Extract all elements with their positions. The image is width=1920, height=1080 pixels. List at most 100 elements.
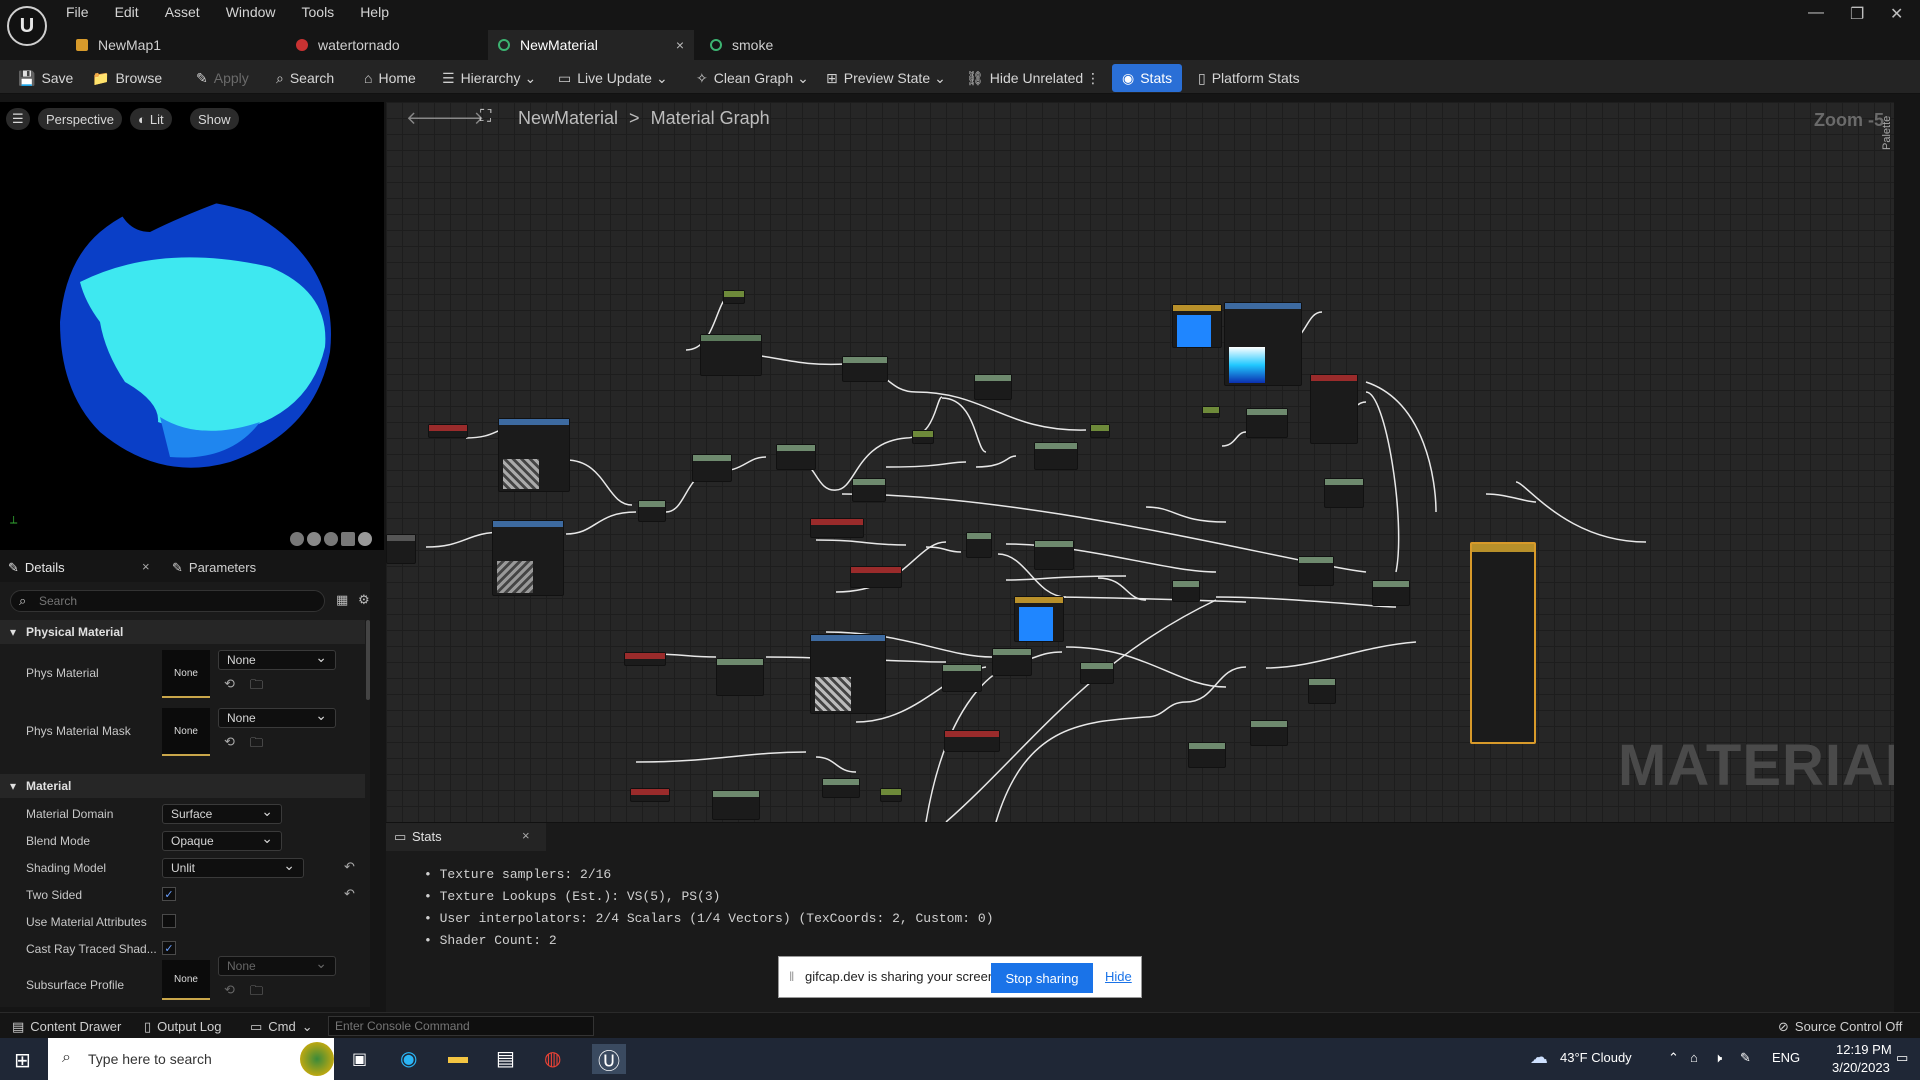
blend-mode-dropdown[interactable]: Opaque xyxy=(162,830,282,851)
menu-edit[interactable]: Edit xyxy=(114,4,139,20)
settings-gear-icon[interactable]: ⚙ xyxy=(358,592,370,607)
constant-node[interactable] xyxy=(1202,406,1220,418)
power-node[interactable] xyxy=(842,356,888,382)
output-log-button[interactable]: ▯Output Log xyxy=(144,1019,221,1035)
shading-model-dropdown[interactable]: Unlit xyxy=(162,857,304,878)
panner-node[interactable] xyxy=(712,790,760,820)
tab-parameters[interactable]: ✎Parameters xyxy=(172,560,256,576)
partial-node[interactable] xyxy=(386,534,416,564)
viewport-menu-icon[interactable]: ☰ xyxy=(6,108,30,130)
multiply-node[interactable] xyxy=(974,374,1012,400)
texcoord-node[interactable] xyxy=(624,652,666,666)
breadcrumb-leaf[interactable]: Material Graph xyxy=(650,108,770,128)
camera-vector-node[interactable] xyxy=(850,566,902,588)
details-close-icon[interactable]: × xyxy=(142,559,150,574)
vertex-normal-node[interactable] xyxy=(944,730,1000,752)
tab-newmaterial[interactable]: NewMaterial × xyxy=(488,30,694,60)
multiply-node[interactable] xyxy=(1172,580,1200,602)
file-explorer-icon[interactable]: ▬ xyxy=(448,1046,468,1068)
phys-material-mask-thumbnail[interactable]: None xyxy=(162,708,210,756)
stop-sharing-button[interactable]: Stop sharing xyxy=(991,963,1093,993)
home-button[interactable]: ⌂Home xyxy=(364,67,416,89)
menu-file[interactable]: File xyxy=(66,4,89,20)
plane-icon[interactable] xyxy=(324,532,338,546)
particle-color-node[interactable] xyxy=(1310,374,1358,444)
multiply-node[interactable] xyxy=(638,500,666,522)
power-node[interactable] xyxy=(1246,408,1288,438)
material-graph-canvas[interactable]: 🡐 🡒 ⛶ NewMaterial > Material Graph Zoom … xyxy=(386,102,1894,822)
gradient-texture-sample-node[interactable] xyxy=(1224,302,1302,386)
cast-ray-traced-checkbox[interactable]: ✓ xyxy=(162,941,176,955)
edge-browser-icon[interactable]: ◉ xyxy=(400,1048,418,1070)
multiply-node[interactable] xyxy=(1298,556,1334,586)
menu-window[interactable]: Window xyxy=(225,4,276,20)
tab-watertornado[interactable]: watertornado xyxy=(286,30,486,60)
material-preview-viewport[interactable]: ☰ Perspective ◐Lit Show ⟂ xyxy=(0,102,384,550)
texture-sample-node[interactable] xyxy=(492,520,564,596)
details-search-input[interactable] xyxy=(39,593,309,609)
phys-material-dropdown[interactable]: None xyxy=(218,649,336,670)
stats-tab[interactable]: ▭ Stats × xyxy=(386,823,546,851)
cmd-dropdown[interactable]: ▭Cmd⌄ xyxy=(250,1019,313,1035)
texcoord-node[interactable] xyxy=(428,424,468,438)
multiply-node[interactable] xyxy=(992,648,1032,676)
save-button[interactable]: 💾Save xyxy=(18,67,73,89)
multiply-node[interactable] xyxy=(1080,662,1114,684)
tab-smoke[interactable]: smoke xyxy=(700,30,900,60)
chrome-icon[interactable]: ◍ xyxy=(544,1048,562,1070)
store-icon[interactable]: ▤ xyxy=(496,1048,515,1070)
use-material-attributes-checkbox[interactable] xyxy=(162,914,176,928)
one-minus-node[interactable] xyxy=(1034,540,1074,570)
constant-node[interactable] xyxy=(1090,424,1110,438)
lit-button[interactable]: ◐Lit xyxy=(130,108,172,130)
power-node[interactable] xyxy=(1034,442,1078,470)
reset-arrow-icon[interactable]: ⟲ xyxy=(224,676,235,691)
multiply-node[interactable] xyxy=(822,778,860,798)
material-domain-dropdown[interactable]: Surface xyxy=(162,803,282,824)
tab-newmap1[interactable]: NewMap1 xyxy=(66,30,286,60)
cylinder-icon[interactable] xyxy=(290,532,304,546)
texture-sample-node[interactable] xyxy=(810,634,886,714)
menu-tools[interactable]: Tools xyxy=(301,4,335,20)
clock-date[interactable]: 3/20/2023 xyxy=(1832,1060,1890,1075)
phys-material-thumbnail[interactable]: None xyxy=(162,650,210,698)
forward-arrow-icon[interactable]: 🡒 xyxy=(436,108,485,128)
multiply-node[interactable] xyxy=(1324,478,1364,508)
multiply-node[interactable] xyxy=(942,664,982,692)
vertex-normal-node[interactable] xyxy=(810,518,864,538)
constant-node[interactable] xyxy=(880,788,902,802)
weather-cloud-icon[interactable]: ☁ xyxy=(1530,1047,1548,1067)
drag-handle-icon[interactable]: ‖ xyxy=(789,969,795,984)
hide-unrelated-button[interactable]: ⛓Hide Unrelated xyxy=(966,67,1083,89)
weather-text[interactable]: 43°F Cloudy xyxy=(1560,1050,1632,1065)
constant-node[interactable] xyxy=(723,290,745,304)
color-constant-node[interactable] xyxy=(1014,596,1064,642)
reset-to-default-icon[interactable]: ↶ xyxy=(344,886,355,901)
search-button[interactable]: ⌕Search xyxy=(276,67,334,89)
browse-button[interactable]: 📁Browse xyxy=(92,67,162,89)
reset-to-default-icon[interactable]: ↶ xyxy=(344,859,355,874)
phys-material-mask-dropdown[interactable]: None xyxy=(218,707,336,728)
multiply-node[interactable] xyxy=(692,454,732,482)
stats-button[interactable]: ◉Stats xyxy=(1112,64,1183,92)
dot-node[interactable] xyxy=(966,532,992,558)
browse-folder-icon[interactable]: 🗀 xyxy=(250,735,264,750)
section-physical-material[interactable]: ▾Physical Material xyxy=(0,620,365,644)
section-material[interactable]: ▾Material xyxy=(0,774,365,798)
menu-asset[interactable]: Asset xyxy=(164,4,200,20)
add-node[interactable] xyxy=(1308,678,1336,704)
subsurface-thumbnail[interactable]: None xyxy=(162,960,210,1000)
platform-stats-button[interactable]: ▯Platform Stats xyxy=(1198,67,1300,89)
browse-folder-icon[interactable]: 🗀 xyxy=(250,677,264,692)
task-view-icon[interactable]: ▣ xyxy=(352,1051,368,1068)
power-node[interactable] xyxy=(776,444,816,470)
multiply-node[interactable] xyxy=(1188,742,1226,768)
cube-icon[interactable] xyxy=(341,532,355,546)
details-scrollbar[interactable] xyxy=(366,620,370,700)
tab-details[interactable]: ✎Details xyxy=(8,560,65,576)
notification-icon[interactable]: ▭ xyxy=(1896,1050,1909,1065)
restore-icon[interactable]: ❐ xyxy=(1850,6,1865,23)
constant-node[interactable] xyxy=(912,430,934,444)
breadcrumb-root[interactable]: NewMaterial xyxy=(518,108,619,128)
live-update-dropdown[interactable]: ▭Live Update⌄ xyxy=(558,67,668,89)
